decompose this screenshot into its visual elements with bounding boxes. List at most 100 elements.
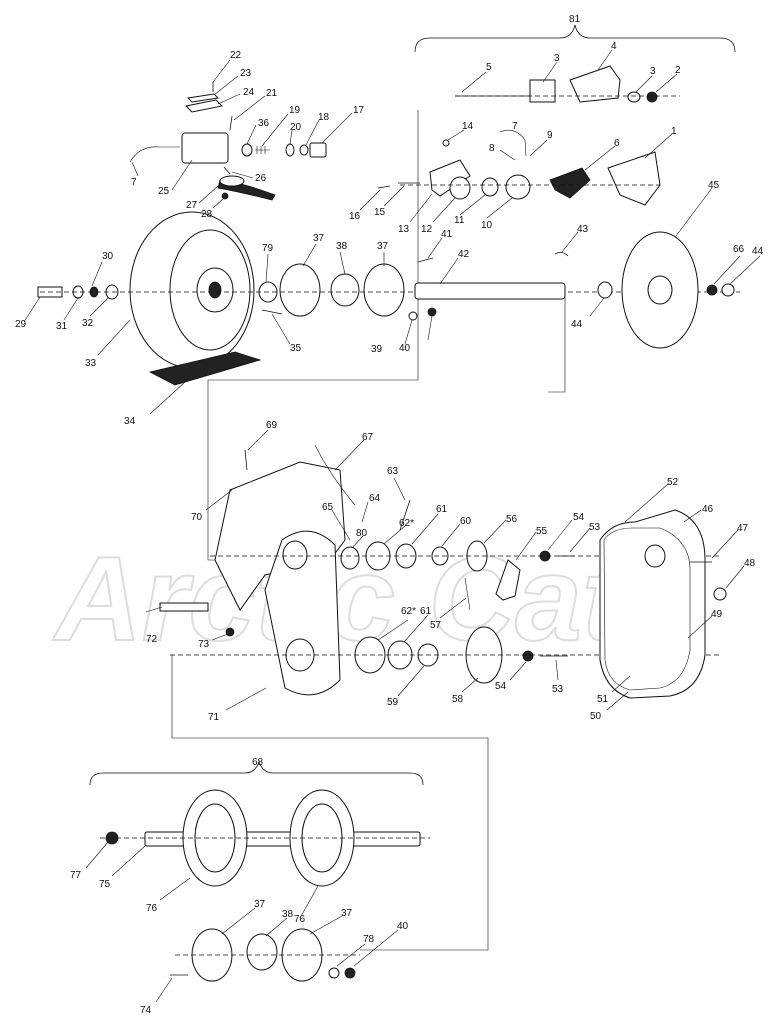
leader-49 (687, 615, 713, 639)
pin-21 (229, 115, 233, 131)
leader-55 (515, 531, 537, 561)
key-43 (554, 252, 569, 257)
sprocket-disk (621, 231, 735, 349)
leader-62a (383, 525, 406, 545)
leader-40b (353, 929, 399, 967)
callout-74: 74 (140, 1005, 152, 1016)
callout-38b: 38 (282, 909, 294, 920)
bottom-bearing-stack (170, 928, 360, 982)
callout-22: 22 (230, 50, 242, 61)
leader-15 (383, 185, 405, 207)
callout-15: 15 (374, 207, 386, 218)
belt-34 (148, 351, 262, 386)
bolt-35 (261, 309, 283, 315)
leader-71 (225, 687, 267, 711)
leader-66 (713, 255, 741, 285)
leader-42 (439, 257, 459, 285)
callout-76a: 76 (146, 903, 158, 914)
leader-44b (589, 297, 605, 317)
leader-47 (711, 529, 739, 559)
washer-36 (241, 143, 253, 157)
callout-27: 27 (186, 200, 198, 211)
group-81-label: 81 (569, 14, 581, 25)
leader-37a (302, 243, 317, 267)
callout-44a: 44 (752, 246, 764, 257)
callout-35: 35 (290, 343, 302, 354)
callout-51: 51 (597, 694, 609, 705)
callout-67: 67 (362, 432, 374, 443)
callout-60: 60 (460, 516, 472, 527)
callout-41: 41 (441, 229, 453, 240)
callout-39: 39 (371, 344, 383, 355)
leader-32 (89, 297, 109, 317)
callouts: 22 23 24 21 19 36 20 18 17 7 25 26 27 28… (15, 41, 764, 1016)
leader-11 (459, 194, 486, 216)
callout-37d: 37 (341, 908, 353, 919)
vent-tube-67 (314, 444, 356, 506)
callout-56: 56 (506, 514, 518, 525)
callout-72: 72 (146, 634, 158, 645)
callout-54b: 54 (495, 681, 507, 692)
bracket-assembly (377, 65, 680, 206)
leader-38a (339, 251, 346, 275)
leader-23 (213, 75, 239, 96)
bolt-72 (159, 602, 209, 612)
chaincase-hole-upper (282, 540, 308, 570)
pad-6 (549, 167, 591, 199)
leader-61b (403, 614, 429, 643)
callout-36: 36 (258, 118, 270, 129)
callout-76b: 76 (294, 914, 306, 925)
callout-2: 2 (675, 65, 681, 76)
cover-hole (644, 544, 666, 568)
nut-40b (344, 967, 356, 979)
plate-1 (607, 151, 661, 206)
leader-61a (411, 513, 439, 545)
callout-4: 4 (611, 41, 617, 52)
leader-57 (439, 597, 467, 619)
disk-hub (647, 275, 673, 305)
callout-6: 6 (614, 138, 620, 149)
leader-76b (299, 885, 319, 919)
watermark-text: Arctic Cat (52, 532, 627, 666)
leader-28 (212, 197, 225, 209)
leader-69 (247, 429, 269, 451)
leader-34 (149, 381, 186, 415)
callout-53b: 53 (552, 684, 564, 695)
leader-40a (427, 315, 433, 341)
leader-77 (85, 841, 109, 869)
cover-46 (599, 509, 706, 699)
callout-23: 23 (240, 68, 252, 79)
callout-48: 48 (744, 558, 756, 569)
leader-21 (233, 95, 266, 121)
callout-61a: 61 (436, 504, 448, 515)
leader-8 (499, 149, 516, 161)
washer-39 (408, 311, 418, 321)
leader-6 (584, 145, 616, 171)
leader-52 (624, 483, 669, 523)
ring-44 (597, 281, 613, 299)
callout-57: 57 (430, 620, 442, 631)
bearing-12 (449, 176, 471, 200)
group-68-bracket (89, 760, 424, 786)
callout-53a: 53 (589, 522, 601, 533)
leader-20 (289, 129, 293, 145)
bolt-63 (399, 499, 411, 531)
plate-23 (186, 93, 220, 103)
callout-17: 17 (353, 105, 365, 116)
leader-62b (377, 619, 409, 641)
callout-3a: 3 (554, 53, 560, 64)
leader-3a (542, 61, 558, 83)
callout-5: 5 (486, 62, 492, 73)
callout-54a: 54 (573, 512, 585, 523)
driven-pulley (37, 211, 740, 386)
callout-33: 33 (85, 358, 97, 369)
spacer-11 (481, 177, 499, 197)
callout-44b: 44 (571, 319, 583, 330)
lever-housing (181, 132, 229, 164)
leader-48 (725, 565, 745, 589)
ring-18 (299, 144, 309, 156)
leader-43 (561, 231, 579, 253)
block-4 (569, 65, 621, 103)
flange-37b (363, 263, 405, 317)
track-driveshaft (100, 789, 430, 887)
